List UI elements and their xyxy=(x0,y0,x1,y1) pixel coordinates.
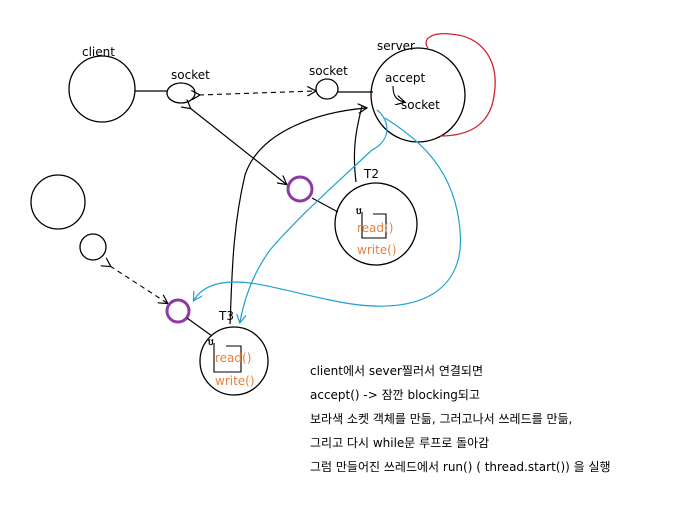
note-line-1: client에서 sever찔러서 연결되면 xyxy=(310,364,484,378)
note-line-2: accept() -> 잠깐 blocking되고 xyxy=(310,388,481,402)
server-t3-black-curve xyxy=(229,108,366,325)
accept-label: accept xyxy=(385,71,426,85)
t3-loop-icon xyxy=(213,343,242,373)
client2-node xyxy=(30,174,86,230)
purple1-t2-link xyxy=(311,197,339,213)
t2-loop-glyph: ប xyxy=(356,207,362,217)
server-node xyxy=(370,47,466,143)
client-socket-label: socket xyxy=(171,68,210,82)
server-socket-node xyxy=(315,78,339,100)
socket-dashed-link xyxy=(199,91,315,95)
purple-socket-1 xyxy=(286,175,314,203)
t3-write-label: write() xyxy=(215,374,255,388)
purple2-t3-link xyxy=(186,317,213,337)
t2-label: T2 xyxy=(363,167,379,181)
note-line-4: 그리고 다시 while문 루프로 돌아감 xyxy=(310,436,490,450)
client-socket-node xyxy=(166,82,196,104)
blue-path-to-t3 xyxy=(240,109,388,322)
t2-node xyxy=(334,182,418,266)
note-line-3: 보라색 소켓 객체를 만듦, 그러고나서 쓰레드를 만듦, xyxy=(310,412,573,426)
accept-inner-arrow xyxy=(392,85,404,102)
t3-read-label: read() xyxy=(215,351,251,365)
accept-t2-black-curve xyxy=(353,105,363,183)
t2-loop-icon xyxy=(361,212,387,239)
purple-socket-2 xyxy=(165,298,191,324)
client-label: client xyxy=(82,45,115,59)
server-inner-socket-label: socket xyxy=(401,98,440,112)
t3-loop-glyph: ប xyxy=(208,338,214,348)
server-loop-arrow xyxy=(425,33,496,137)
t3-node xyxy=(199,326,269,396)
t3-label: T3 xyxy=(218,309,234,323)
server-socket-label: socket xyxy=(309,64,348,78)
client2-dashed-link xyxy=(110,266,167,303)
t2-write-label: write() xyxy=(357,243,397,257)
blue-path-to-purple2 xyxy=(194,117,462,307)
client-node xyxy=(68,55,136,123)
note-line-5: 그럼 만들어진 쓰레드에서 run() ( thread.start()) 을 … xyxy=(310,460,611,474)
client-to-purple1-arrow xyxy=(190,108,286,184)
client2-socket-node xyxy=(79,233,107,261)
server-label: server xyxy=(377,39,415,53)
t2-read-label: read() xyxy=(357,221,393,235)
